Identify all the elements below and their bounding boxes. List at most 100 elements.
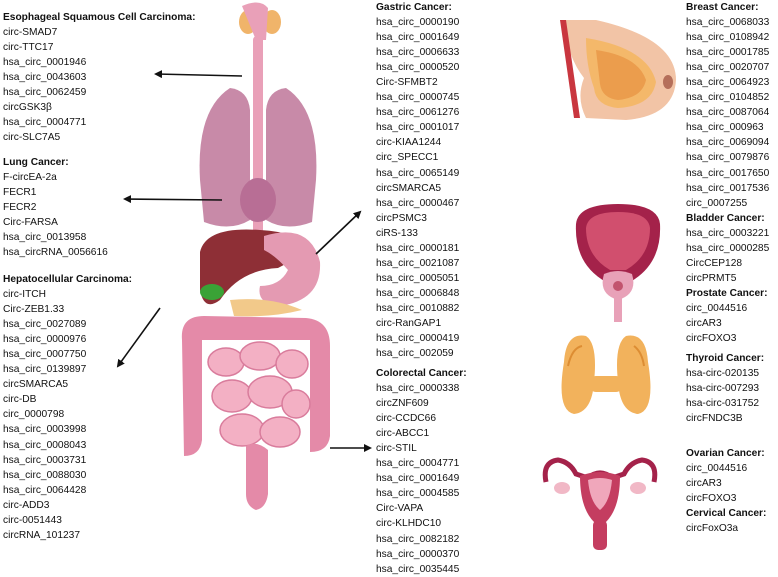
circrna-item: circ-SLC7A5 [3, 132, 61, 144]
circrna-item: hsa_circ_0003221 [686, 228, 770, 240]
circrna-item: hsa_circ_0064923 [686, 77, 770, 89]
section-title: Cervical Cancer: [686, 508, 767, 519]
breast-illustration [560, 20, 676, 120]
section-title: Gastric Cancer: [376, 2, 452, 13]
circrna-item: circZNF609 [376, 398, 429, 410]
circrna-item: hsa_circ_0003998 [3, 424, 87, 436]
pancreas-shape [230, 299, 302, 317]
circrna-item: FECR2 [3, 202, 37, 214]
circrna-item: Circ-ZEB1.33 [3, 304, 65, 316]
section-title: Esophageal Squamous Cell Carcinoma: [3, 12, 196, 23]
circrna-item: circ-KIAA1244 [376, 137, 442, 149]
circrna-item: hsa-circ-007293 [686, 383, 760, 395]
circrna-item: circ_0007255 [686, 197, 748, 209]
circrna-item: hsa_circ_0007750 [3, 349, 87, 361]
circrna-item: CircCEP128 [686, 258, 743, 270]
circrna-item: circ-ITCH [3, 289, 47, 301]
circrna-item: hsa_circ_0001785 [686, 47, 770, 59]
circrna-item: hsa_circ_0006848 [376, 287, 460, 299]
circrna-item: hsa_circ_0001649 [376, 32, 460, 44]
circrna-item: hsa_circ_0004585 [376, 488, 460, 500]
arrow-to-esophageal [154, 70, 243, 79]
circrna-item: ciRS-133 [376, 227, 418, 239]
circrna-item: hsa_circRNA_0056616 [3, 247, 108, 259]
circrna-item: hsa_circ_0035445 [376, 563, 460, 575]
small-intestine-shape [207, 341, 311, 448]
circrna-item: circ-SMAD7 [3, 27, 58, 39]
circrna-item: hsa_circ_0000976 [3, 334, 87, 346]
circrna-item: circ-ADD3 [3, 499, 50, 511]
circrna-item: circ_0044516 [686, 303, 748, 315]
circrna-item: circRNA_101237 [3, 529, 81, 541]
section-title: Lung Cancer: [3, 157, 69, 168]
circrna-item: hsa_circ_0017650 [686, 167, 770, 179]
lung-right-shape [266, 88, 317, 227]
circrna-item: circ-STIL [376, 443, 417, 455]
circrna-item: hsa_circ_0064428 [3, 484, 87, 496]
heart-shape [240, 178, 276, 222]
circrna-item: hsa_circ_0061276 [376, 107, 460, 119]
rectum-shape [246, 443, 268, 510]
colon-shape [181, 316, 330, 456]
circrna-item: circFoxO3a [686, 523, 739, 535]
circrna-item: circSMARCA5 [3, 379, 69, 391]
circrna-item: hsa_circ_0000467 [376, 197, 460, 209]
circrna-item: hsa_circ_0000285 [686, 243, 770, 255]
circrna-item: hsa_circ_0079876 [686, 152, 770, 164]
circrna-item: F-circEA-2a [3, 172, 57, 184]
section-title: Prostate Cancer: [686, 288, 768, 299]
stomach-shape [259, 232, 321, 306]
circrna-item: circ-KLHDC10 [376, 518, 442, 530]
circrna-item: Circ-FARSA [3, 217, 58, 229]
circrna-item: Circ-VAPA [376, 503, 424, 515]
circrna-item: circ-0051443 [3, 514, 62, 526]
uterus-illustration [542, 457, 658, 550]
circrna-item: Circ-SFMBT2 [376, 77, 438, 89]
circrna-item: circPSMC3 [376, 212, 427, 224]
section-cervical: Cervical Cancer: circFoxO3a [686, 506, 766, 536]
section-bladder: Bladder Cancer: hsa_circ_0003221 hsa_circ… [686, 211, 769, 286]
circrna-item: hsa_circ_0088030 [3, 469, 87, 481]
thyroid-illustration [561, 335, 651, 414]
circrna-item: hsa_circ_002059 [376, 348, 454, 360]
circrna-item: hsa_circ_0104852 [686, 92, 770, 104]
circrna-item: circ_0044516 [686, 463, 748, 475]
section-title: Breast Cancer: [686, 2, 759, 13]
circrna-item: circAR3 [686, 318, 722, 330]
section-title: Bladder Cancer: [686, 213, 765, 224]
gallbladder-shape [200, 284, 224, 300]
circrna-item: circAR3 [686, 478, 722, 490]
circrna-item: hsa_circ_0000338 [376, 383, 460, 395]
circrna-item: hsa_circ_0000520 [376, 62, 460, 74]
circrna-item: circ_0000798 [3, 409, 65, 421]
circrna-item: circFOXO3 [686, 333, 737, 345]
circrna-item: hsa_circ_0000745 [376, 92, 460, 104]
lung-left-shape [199, 88, 250, 227]
circrna-item: circ-RanGAP1 [376, 317, 442, 329]
circrna-item: hsa_circ_0008043 [3, 439, 87, 451]
circrna-item: hsa_circ_0000190 [376, 17, 460, 29]
bladder-prostate-illustration [575, 204, 661, 322]
circrna-item: hsa_circ_000963 [686, 122, 764, 134]
circrna-item: circPRMT5 [686, 273, 737, 285]
circrna-item: circ-TTC17 [3, 42, 54, 54]
circrna-item: circGSK3β [3, 102, 52, 114]
circrna-item: hsa_circ_0027089 [3, 319, 87, 331]
section-gastric: Gastric Cancer: hsa_circ_0000190 hsa_circ… [376, 0, 459, 361]
circrna-item: hsa_circ_0139897 [3, 364, 87, 376]
circrna-item: hsa-circ-031752 [686, 398, 760, 410]
circrna-item: hsa_circ_0005051 [376, 272, 460, 284]
circrna-item: hsa_circ_0087064 [686, 107, 770, 119]
circrna-item: circ-CCDC66 [376, 413, 436, 425]
circrna-item: hsa_circ_0062459 [3, 87, 87, 99]
section-esophageal: Esophageal Squamous Cell Carcinoma: circ… [3, 10, 195, 145]
section-title: Thyroid Cancer: [686, 353, 765, 364]
pharynx-shape [242, 2, 268, 41]
